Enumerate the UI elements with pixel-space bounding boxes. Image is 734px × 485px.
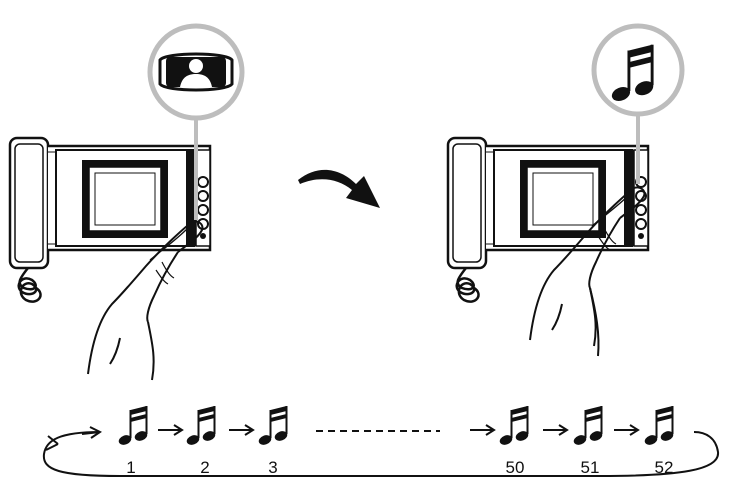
sequence-arrow [228, 424, 254, 436]
loop-back-arrowhead [45, 435, 59, 451]
intercom-monitor-left [8, 136, 212, 303]
sequence-arrow [542, 424, 568, 436]
transition-arrow [298, 169, 380, 208]
sequence-note-50 [497, 405, 531, 448]
person-icon [158, 52, 234, 92]
tone-sequence: 1 2 3 50 51 52 [42, 405, 720, 477]
pointing-hand-right [529, 186, 646, 357]
sequence-note-51 [571, 405, 605, 448]
sequence-note-2 [184, 405, 218, 448]
sequence-label-2: 2 [200, 458, 209, 477]
callout-circle-right [591, 23, 685, 117]
sequence-arrow [469, 424, 495, 436]
sequence-label-52: 52 [655, 458, 674, 477]
sequence-arrow [157, 424, 183, 436]
sequence-label-50: 50 [506, 458, 525, 477]
sequence-label-51: 51 [581, 458, 600, 477]
sequence-label-3: 3 [268, 458, 277, 477]
sequence-label-1: 1 [126, 458, 135, 477]
sequence-note-1 [116, 405, 150, 448]
sequence-note-52 [642, 405, 676, 448]
loop-back-line [42, 431, 720, 477]
sequence-arrow [613, 424, 639, 436]
sequence-note-3 [256, 405, 290, 448]
